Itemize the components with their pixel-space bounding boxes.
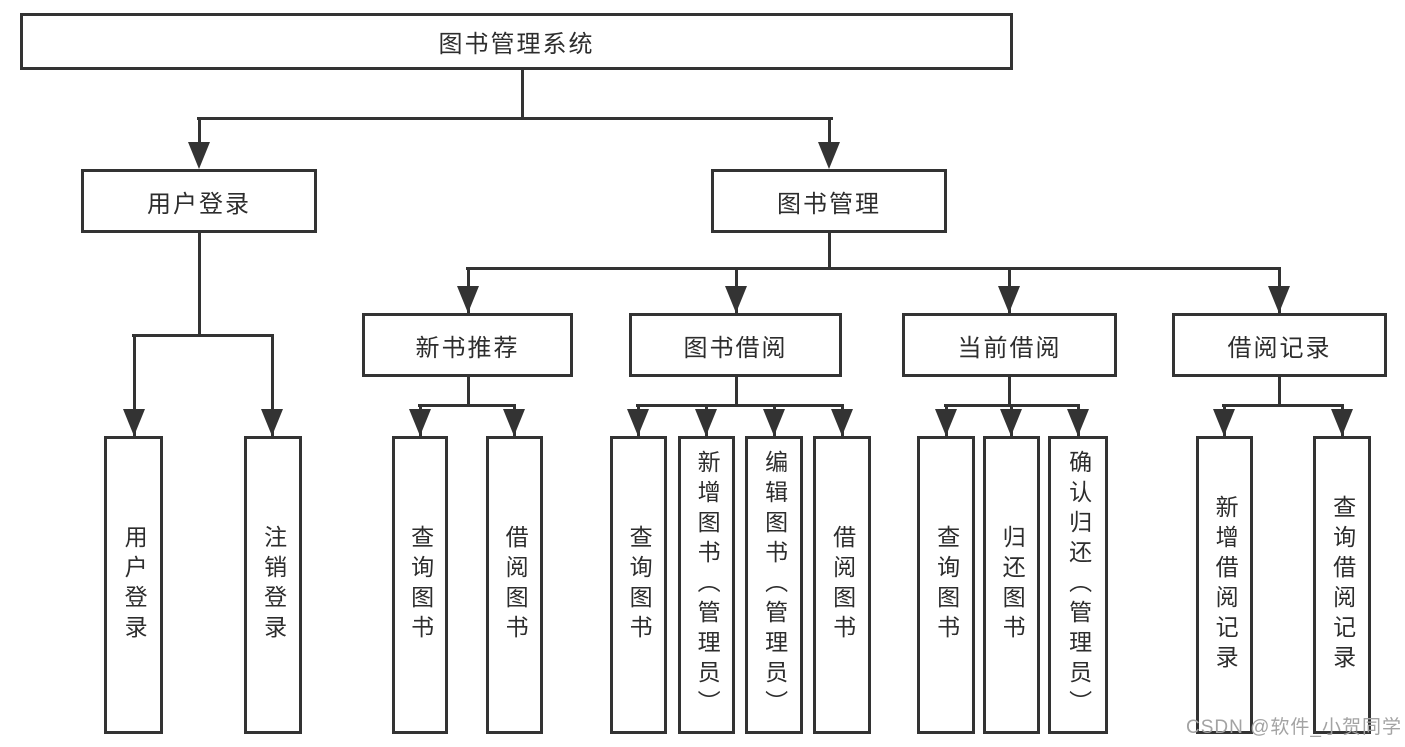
connector-line xyxy=(132,334,274,337)
leaf-edit-book-admin: 编辑图书（管理员） xyxy=(745,436,803,734)
node-current-borrowing: 当前借阅 xyxy=(902,313,1117,377)
leaf-query-books-current: 查询图书 xyxy=(917,436,975,734)
arrow-down-icon xyxy=(409,409,431,436)
connector-line xyxy=(828,118,831,164)
arrow-down-icon xyxy=(1268,286,1290,313)
arrow-down-icon xyxy=(1331,409,1353,436)
arrow-down-icon xyxy=(627,409,649,436)
connector-line xyxy=(197,117,833,120)
node-new-book-recommendation: 新书推荐 xyxy=(362,313,573,377)
leaf-query-borrow-record: 查询借阅记录 xyxy=(1313,436,1371,734)
leaf-label: 确认归还（管理员） xyxy=(1065,450,1092,720)
arrow-down-icon xyxy=(503,409,525,436)
connector-line xyxy=(133,335,136,436)
connector-line xyxy=(418,404,516,407)
node-label: 新书推荐 xyxy=(415,334,520,362)
leaf-borrow-books-borrowing: 借阅图书 xyxy=(813,436,871,734)
leaf-add-borrow-record: 新增借阅记录 xyxy=(1196,436,1253,734)
leaf-label: 新增借阅记录 xyxy=(1212,495,1239,675)
leaf-confirm-return-admin: 确认归还（管理员） xyxy=(1048,436,1108,734)
connector-line xyxy=(735,377,738,405)
node-book-borrowing: 图书借阅 xyxy=(629,313,842,377)
connector-line xyxy=(521,70,524,118)
arrow-down-icon xyxy=(763,409,785,436)
leaf-add-book-admin: 新增图书（管理员） xyxy=(678,436,735,734)
leaf-user-login: 用户登录 xyxy=(104,436,163,734)
leaf-label: 查询图书 xyxy=(933,525,960,645)
connector-line xyxy=(1278,377,1281,405)
leaf-borrow-books-recommend: 借阅图书 xyxy=(486,436,543,734)
connector-line xyxy=(467,377,470,405)
leaf-query-books-borrowing: 查询图书 xyxy=(610,436,667,734)
connector-line xyxy=(1008,377,1011,405)
arrow-down-icon xyxy=(695,409,717,436)
node-borrowing-records: 借阅记录 xyxy=(1172,313,1387,377)
arrow-down-icon xyxy=(831,409,853,436)
connector-line xyxy=(828,233,831,268)
leaf-label: 借阅图书 xyxy=(829,525,856,645)
arrow-down-icon xyxy=(123,409,145,436)
arrow-down-icon xyxy=(1213,409,1235,436)
node-library-management-system: 图书管理系统 xyxy=(20,13,1013,70)
leaf-label: 新增图书（管理员） xyxy=(694,450,721,720)
leaf-label: 编辑图书（管理员） xyxy=(761,450,788,720)
arrow-down-icon xyxy=(457,286,479,313)
node-label: 图书管理系统 xyxy=(438,31,595,58)
arrow-down-icon xyxy=(725,286,747,313)
leaf-logout: 注销登录 xyxy=(244,436,302,734)
arrow-down-icon xyxy=(1067,409,1089,436)
leaf-return-books: 归还图书 xyxy=(983,436,1040,734)
arrow-down-icon xyxy=(261,409,283,436)
leaf-label: 用户登录 xyxy=(121,525,148,645)
arrow-down-icon xyxy=(998,286,1020,313)
leaf-label: 注销登录 xyxy=(260,525,287,645)
connector-line xyxy=(198,233,201,335)
arrow-down-icon xyxy=(188,142,210,169)
leaf-query-books-recommend: 查询图书 xyxy=(392,436,448,734)
leaf-label: 查询借阅记录 xyxy=(1329,495,1356,675)
csdn-watermark: CSDN @软件_小贺同学 xyxy=(1186,717,1402,738)
node-label: 图书管理 xyxy=(777,190,881,218)
connector-line xyxy=(271,335,274,436)
node-label: 图书借阅 xyxy=(683,334,788,362)
arrow-down-icon xyxy=(1000,409,1022,436)
connector-line xyxy=(636,404,844,407)
arrow-down-icon xyxy=(818,142,840,169)
connector-line xyxy=(198,118,201,164)
node-label: 用户登录 xyxy=(147,190,251,218)
arrow-down-icon xyxy=(935,409,957,436)
leaf-label: 借阅图书 xyxy=(502,525,529,645)
node-book-management-branch: 图书管理 xyxy=(711,169,947,233)
connector-line xyxy=(466,267,1281,270)
leaf-label: 查询图书 xyxy=(407,525,434,645)
connector-line xyxy=(1222,404,1344,407)
node-user-login-branch: 用户登录 xyxy=(81,169,317,233)
leaf-label: 查询图书 xyxy=(626,525,653,645)
leaf-label: 归还图书 xyxy=(999,525,1026,645)
node-label: 当前借阅 xyxy=(957,334,1062,362)
node-label: 借阅记录 xyxy=(1227,334,1332,362)
